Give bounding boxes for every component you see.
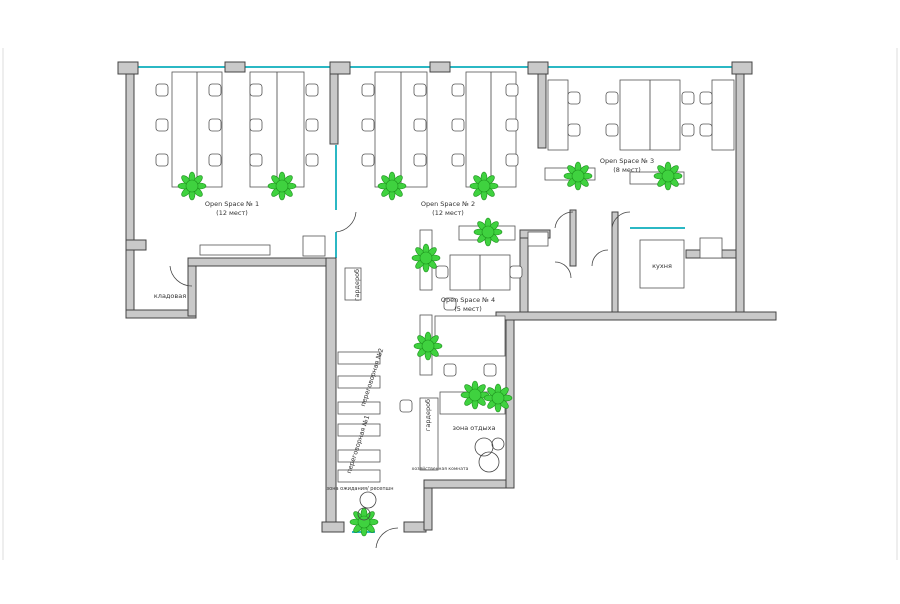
plants [177,161,683,537]
plant-icon [473,217,503,247]
chair-icon [699,91,713,105]
label-open-space-3-seats: (8 мест) [613,166,641,174]
chair-icon [249,118,263,132]
chair-icon [208,153,222,167]
chair-icon [413,118,427,132]
label-storage: кладовая [154,292,186,300]
label-open-space-1: Open Space № 1 [205,200,259,208]
plant-icon [177,171,207,201]
chair-icon [509,265,523,279]
plant-icon [653,161,683,191]
label-wardrobe-1: гардероб [353,269,361,301]
label-kitchen: кухня [652,262,672,270]
chair-icon [681,91,695,105]
chair-icon [249,153,263,167]
chair-icon [155,83,169,97]
label-open-space-4-seats: (5 мест) [454,305,482,313]
chair-icon [305,153,319,167]
chair-icon [567,91,581,105]
chair-icon [413,153,427,167]
chair-icon [505,83,519,97]
label-meeting-room-1: переговорная №1 [345,414,371,474]
plant-icon [377,171,407,201]
chairs [155,83,713,413]
chair-icon [681,123,695,137]
label-lounge: зона отдыха [453,424,496,432]
chair-icon [399,399,413,413]
chair-icon [451,153,465,167]
chair-icon [451,118,465,132]
desks [171,71,735,483]
chair-icon [305,118,319,132]
chair-icon [605,91,619,105]
label-open-space-1-seats: (12 мест) [216,209,248,217]
label-open-space-2: Open Space № 2 [421,200,475,208]
chair-icon [505,153,519,167]
plant-icon [413,331,443,361]
chair-icon [435,265,449,279]
label-wardrobe-2: гардероб [424,399,432,431]
label-reception: зона ожидания/ ресепшн [327,486,394,492]
plant-icon [483,383,513,413]
chair-icon [505,118,519,132]
chair-icon [361,153,375,167]
chair-icon [155,153,169,167]
chair-icon [361,118,375,132]
chair-icon [305,83,319,97]
chair-icon [361,83,375,97]
plant-icon [349,507,379,537]
chair-icon [605,123,619,137]
label-open-space-4: Open Space № 4 [441,296,495,304]
chair-icon [443,363,457,377]
plant-icon [267,171,297,201]
chair-icon [567,123,581,137]
chair-icon [249,83,263,97]
chair-icon [208,83,222,97]
chair-icon [413,83,427,97]
chair-icon [483,363,497,377]
chair-icon [443,297,457,311]
plant-icon [411,243,441,273]
chair-icon [155,118,169,132]
chair-icon [699,123,713,137]
plant-icon [469,171,499,201]
plant-icon [563,161,593,191]
doors [169,211,631,549]
lounge-tables [357,437,505,521]
chair-icon [208,118,222,132]
plant-icon [460,380,490,410]
walls [117,61,777,533]
chair-icon [451,83,465,97]
label-open-space-3: Open Space № 3 [600,157,654,165]
label-utility: хозяйственная комната [412,465,469,472]
label-open-space-2-seats: (12 мест) [432,209,464,217]
